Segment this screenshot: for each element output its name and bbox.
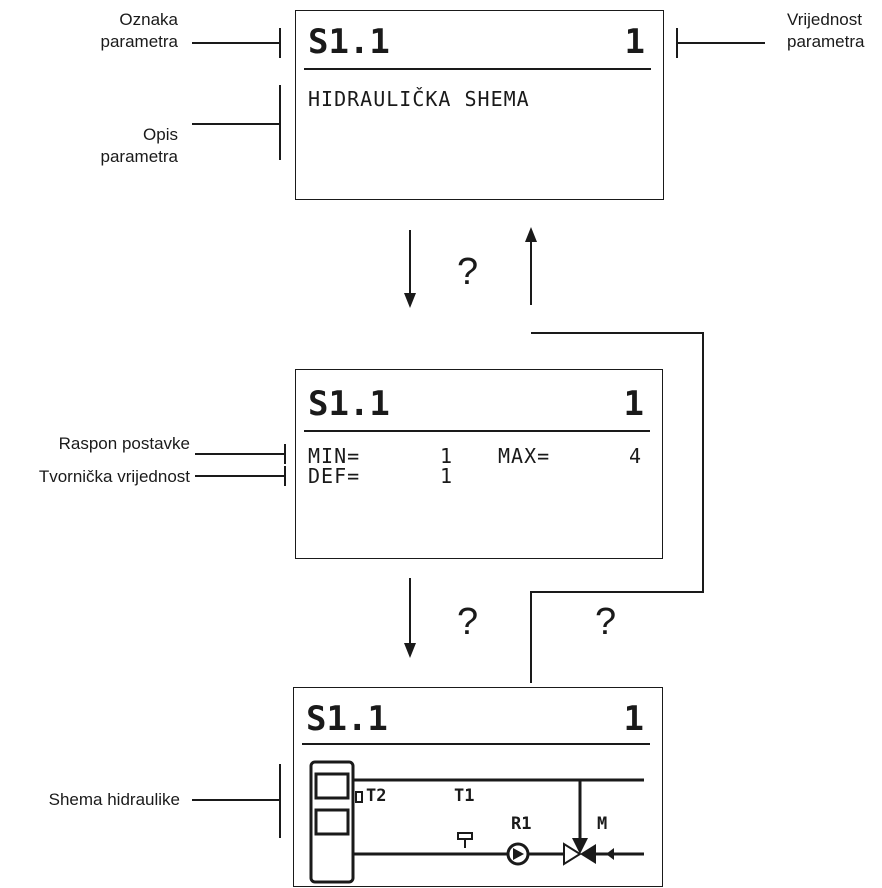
- boiler-window-bottom: [314, 808, 350, 836]
- flow-arrow: [606, 848, 614, 860]
- label-raspon-postavke: Raspon postavke: [58, 434, 190, 453]
- pump-arrow: [513, 848, 524, 860]
- lcd-header-rule: [304, 430, 650, 432]
- up-arrow-head: [525, 227, 537, 242]
- lcd-screen-hydraulic-scheme: S1.1 1: [293, 687, 663, 887]
- parameter-value: 1: [623, 384, 644, 424]
- label-shema-hidraulike: Shema hidraulike: [48, 790, 180, 809]
- lcd-screen-range: S1.1 1 MIN= 1 MAX= 4 DEF= 1: [295, 369, 663, 559]
- def-value: 1: [440, 464, 454, 488]
- label-r1: R1: [511, 814, 531, 834]
- sensor-t2-icon: [355, 791, 363, 803]
- valve-right-triangle: [580, 844, 596, 864]
- question-mark-3: ?: [595, 601, 617, 643]
- def-label: DEF=: [308, 464, 361, 488]
- hydraulic-scheme-diagram: T2 T1 R1 M: [309, 760, 644, 884]
- question-mark-2: ?: [457, 601, 479, 643]
- parameter-code: S1.1: [306, 699, 388, 739]
- max-value: 4: [628, 444, 642, 468]
- min-value: 1: [440, 444, 454, 468]
- label-vrijednost-parametra: Vrijednost parametra: [787, 10, 865, 51]
- lcd-screen-parameter: S1.1 1 HIDRAULIČKA SHEMA: [295, 10, 664, 200]
- valve-left-triangle: [563, 842, 582, 866]
- question-mark-1: ?: [457, 251, 479, 293]
- parameter-value: 1: [624, 22, 645, 62]
- lcd-header-rule: [302, 743, 650, 745]
- max-label: MAX=: [498, 444, 551, 468]
- parameter-code: S1.1: [308, 22, 390, 62]
- return-path-line: [530, 332, 704, 683]
- valve-top-triangle: [572, 838, 588, 854]
- lcd-header-rule: [304, 68, 651, 70]
- label-t2: T2: [366, 786, 386, 806]
- min-label: MIN=: [308, 444, 361, 468]
- parameter-value: 1: [623, 699, 644, 739]
- parameter-description: HIDRAULIČKA SHEMA: [308, 87, 530, 111]
- down-arrow-1-head: [404, 293, 416, 308]
- label-m: M: [597, 814, 607, 834]
- parameter-code: S1.1: [308, 384, 390, 424]
- down-arrow-2-head: [404, 643, 416, 658]
- boiler-window-top: [314, 772, 350, 800]
- label-t1: T1: [454, 786, 474, 806]
- label-oznaka-parametra: Oznaka parametra: [100, 10, 178, 51]
- label-opis-parametra: Opis parametra: [100, 125, 178, 166]
- pump-icon: [506, 842, 530, 866]
- label-tvornicka-vrijednost: Tvornička vrijednost: [38, 467, 190, 486]
- sensor-t1-icon: [457, 832, 473, 840]
